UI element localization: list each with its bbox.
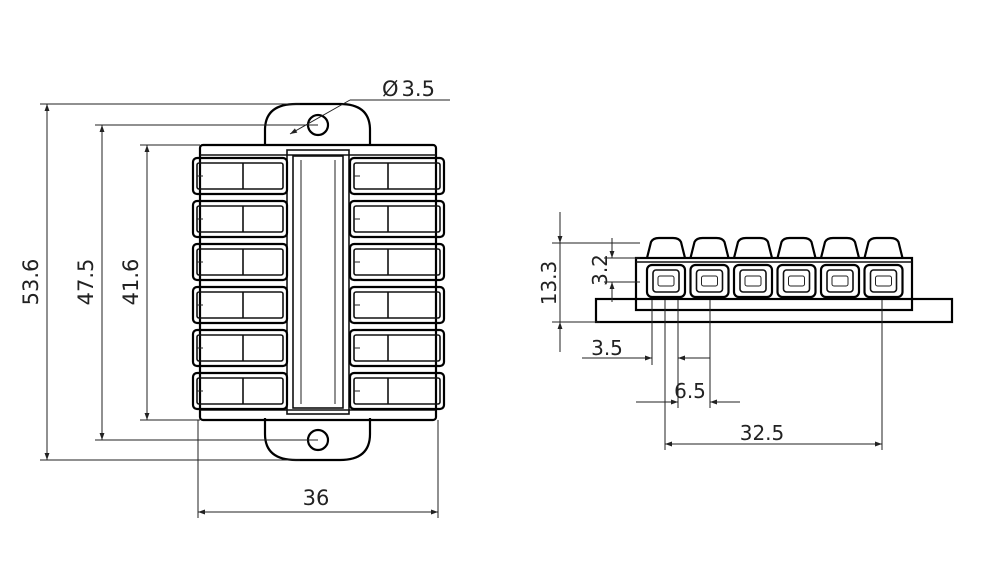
side-clamp [732, 236, 774, 299]
lever-left [191, 328, 289, 368]
dim-side-lever-height: 3.2 [588, 254, 612, 286]
side-clamp [776, 236, 817, 299]
lever-left [191, 199, 289, 239]
side-base-plate [594, 297, 954, 324]
dim-body-height: 41.6 [119, 259, 143, 306]
dim-side-first-offset: 3.5 [591, 336, 623, 360]
side-clamp [689, 236, 730, 299]
bottom-mounting-tab [263, 418, 372, 462]
lever-left [191, 371, 289, 411]
dim-side-span: 32.5 [740, 421, 785, 445]
side-view [594, 236, 954, 324]
dim-body-width: 36 [303, 486, 330, 510]
side-clamp [645, 236, 687, 299]
lever-right [348, 371, 446, 411]
dim-side-total-height: 13.3 [537, 261, 561, 306]
side-clamp [819, 236, 861, 299]
lever-left [191, 242, 289, 282]
dim-side-pitch: 6.5 [674, 379, 706, 403]
diameter-symbol: Ø [382, 77, 399, 101]
center-channel [286, 149, 350, 415]
top-view [191, 102, 446, 462]
lever-left [191, 285, 289, 325]
side-body [634, 256, 914, 312]
lever-right [348, 285, 446, 325]
lever-right [348, 242, 446, 282]
dim-overall-height: 53.6 [19, 259, 43, 306]
lever-right [348, 156, 446, 196]
lever-rows [191, 156, 446, 411]
body-outline [198, 143, 438, 422]
side-clamp [863, 236, 904, 299]
lever-right [348, 199, 446, 239]
diameter-value: 3.5 [402, 77, 435, 101]
top-mounting-tab [263, 102, 372, 145]
lever-right [348, 328, 446, 368]
dim-hole-spacing: 47.5 [74, 259, 98, 306]
center-channel-inner [292, 155, 344, 409]
side-lever-cells [645, 236, 904, 299]
lever-left [191, 156, 289, 196]
side-view-dimensions: 13.3 3.2 3.5 6.5 32.5 [537, 212, 883, 450]
